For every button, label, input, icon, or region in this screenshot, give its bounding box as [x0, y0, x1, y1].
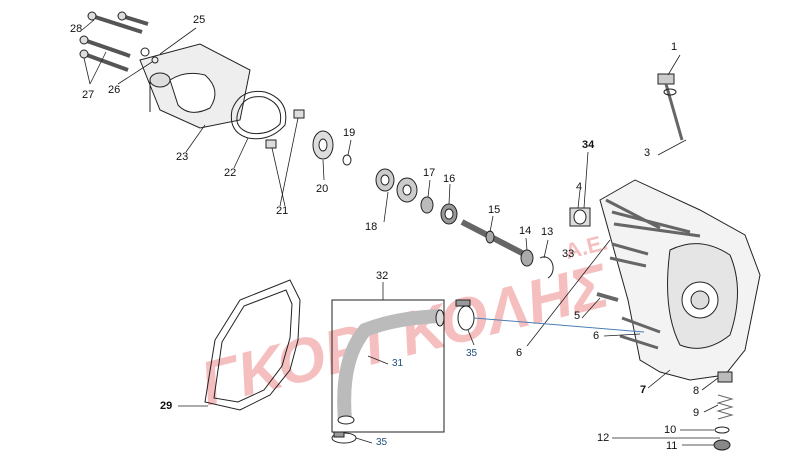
- washer-19: [342, 154, 352, 166]
- bolt-27: [79, 35, 131, 72]
- seal-17: [420, 196, 434, 214]
- callout-27: 27: [82, 89, 95, 101]
- dowel-5: [596, 292, 619, 302]
- callout-35b: 35: [376, 437, 388, 448]
- callout-16: 16: [443, 173, 456, 185]
- circlip-13: [539, 256, 554, 279]
- bearing-16: [440, 203, 458, 225]
- hose-connection-line: [473, 317, 645, 333]
- bearing-set-18: [375, 168, 418, 203]
- callout-29: 29: [160, 400, 173, 412]
- dowel-21a: [293, 109, 305, 119]
- callout-8: 8: [693, 385, 700, 397]
- dowel-21b: [265, 139, 277, 149]
- crankcase-cover-7: [599, 179, 761, 381]
- plug-11: [713, 439, 731, 451]
- washer-10: [714, 426, 730, 434]
- callout-34: 34: [582, 139, 595, 151]
- dowel-25: [140, 47, 150, 57]
- callout-1: 1: [671, 41, 678, 53]
- oring-3: [663, 88, 677, 96]
- callout-28: 28: [70, 23, 83, 35]
- callout-7: 7: [640, 384, 647, 396]
- callout-6b: 6: [593, 330, 600, 342]
- callout-4: 4: [576, 181, 583, 193]
- callout-26: 26: [108, 84, 121, 96]
- callout-15: 15: [488, 204, 501, 216]
- callout-6a: 6: [516, 347, 523, 359]
- callout-18: 18: [365, 221, 378, 233]
- callout-25: 25: [193, 14, 206, 26]
- callout-11: 11: [666, 440, 678, 452]
- drain-plug-8: [717, 371, 733, 383]
- plug-4: [569, 207, 591, 227]
- hose-kit-box-32: [331, 299, 445, 433]
- impeller-20: [312, 130, 334, 160]
- cover-bolts-6: [605, 198, 701, 350]
- seal-26: [151, 56, 159, 64]
- callout-13: 13: [541, 226, 554, 238]
- gasket-22: [230, 90, 287, 140]
- callout-21: 21: [276, 205, 289, 217]
- callout-23: 23: [176, 151, 189, 163]
- callout-19: 19: [343, 127, 356, 139]
- callout-32: 32: [376, 270, 389, 282]
- bearing-14: [520, 249, 534, 267]
- callout-33: 33: [562, 248, 575, 260]
- callout-31: 31: [392, 358, 404, 369]
- bolt-28: [87, 11, 149, 34]
- dipstick-1: [657, 73, 684, 141]
- hose-31: [337, 309, 445, 425]
- gasket-29: [204, 279, 301, 411]
- callout-3: 3: [644, 147, 651, 159]
- hose-clamp-35b: [331, 431, 357, 444]
- pump-cover-23: [139, 43, 251, 129]
- callout-17: 17: [423, 167, 436, 179]
- callout-10: 10: [664, 424, 677, 436]
- pump-shaft-15: [460, 219, 526, 257]
- leader-lines: [81, 19, 720, 446]
- callout-22: 22: [224, 167, 237, 179]
- callout-5: 5: [574, 310, 581, 322]
- callout-20: 20: [316, 183, 329, 195]
- callout-14: 14: [519, 225, 532, 237]
- callout-9: 9: [693, 407, 700, 419]
- spring-9: [716, 394, 734, 420]
- watermark-text: ΓΚΟΡΓΚΟΛΗΣ: [194, 251, 616, 419]
- callout-35a: 35: [466, 348, 478, 359]
- callout-12: 12: [597, 432, 610, 444]
